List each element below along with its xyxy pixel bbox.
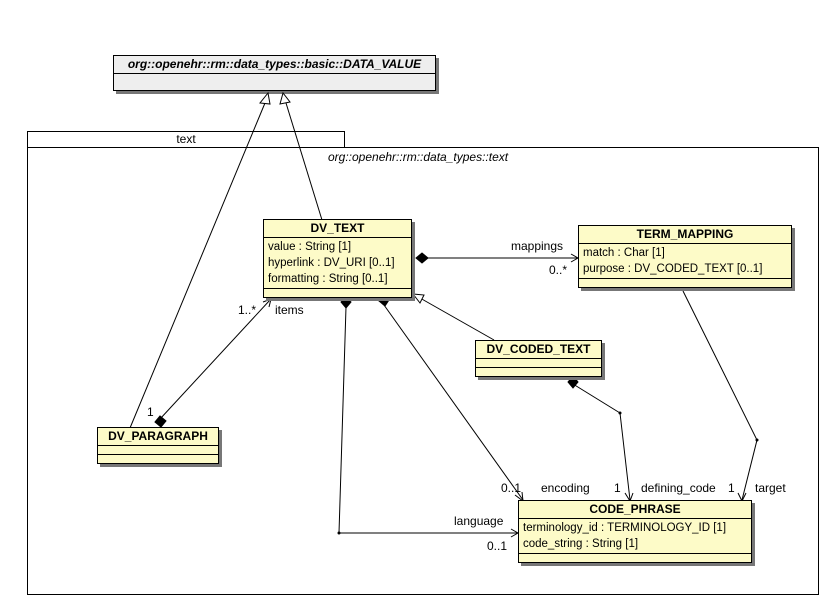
association-items <box>159 299 271 420</box>
code-phrase-attr-terminology-id: terminology_id : TERMINOLOGY_ID [1] <box>523 522 727 534</box>
items-role-label: items <box>275 303 304 317</box>
language-multiplicity-label: 0..1 <box>487 539 508 553</box>
package-tab-label: text <box>176 132 196 146</box>
package-qualified-name: org::openehr::rm::data_types::text <box>328 150 509 164</box>
composition-diamond-mappings <box>415 252 429 264</box>
code-phrase-attr-code-string: code_string : String [1] <box>523 538 639 550</box>
dv-text-attr-value: value : String [1] <box>268 241 352 253</box>
package-tab: text <box>27 131 345 148</box>
generalization-arrowhead-3 <box>411 293 425 304</box>
dv-paragraph-class[interactable]: DV_PARAGRAPH <box>97 427 219 464</box>
encoding-role-label: encoding <box>541 481 590 495</box>
mappings-role-label: mappings <box>511 239 564 253</box>
dv-text-attr-formatting: formatting : String [0..1] <box>268 273 388 285</box>
data-value-class[interactable]: org::openehr::rm::data_types::basic::DAT… <box>113 55 436 91</box>
dv-paragraph-name: DV_PARAGRAPH <box>98 428 218 446</box>
composition-diamond-defining-code <box>567 375 579 389</box>
generalization-arrowhead-1 <box>259 91 271 105</box>
generalization-dv-coded-text <box>419 297 495 341</box>
dv-coded-text-name: DV_CODED_TEXT <box>476 341 601 359</box>
encoding-multiplicity-label: 0..1 <box>501 481 522 495</box>
code-phrase-attributes: terminology_id : TERMINOLOGY_ID [1] code… <box>519 519 751 554</box>
dv-text-name: DV_TEXT <box>264 220 411 238</box>
dv-text-attr-hyperlink: hyperlink : DV_URI [0..1] <box>268 257 395 269</box>
dv-text-attributes: value : String [1] hyperlink : DV_URI [0… <box>264 238 411 289</box>
language-role-label: language <box>454 514 504 528</box>
generalization-dv-text <box>285 102 323 221</box>
code-phrase-class[interactable]: CODE_PHRASE terminology_id : TERMINOLOGY… <box>518 500 752 563</box>
items-source-multiplicity-label: 1 <box>147 405 154 419</box>
defining-code-role-label: defining_code <box>641 481 716 495</box>
code-phrase-name: CODE_PHRASE <box>519 501 751 519</box>
items-multiplicity-label: 1..* <box>238 303 257 317</box>
dv-text-class[interactable]: DV_TEXT value : String [1] hyperlink : D… <box>263 219 412 298</box>
term-mapping-attributes: match : Char [1] purpose : DV_CODED_TEXT… <box>579 244 791 279</box>
term-mapping-name: TERM_MAPPING <box>579 226 791 244</box>
mappings-multiplicity-label: 0..* <box>549 263 568 277</box>
association-target <box>682 290 758 501</box>
composition-diamond-language <box>340 296 352 309</box>
generalization-arrowhead-2 <box>279 91 291 105</box>
association-encoding <box>383 304 524 501</box>
target-multiplicity-label: 1 <box>728 481 735 495</box>
generalization-dv-paragraph <box>129 102 266 429</box>
term-mapping-attr-match: match : Char [1] <box>583 247 665 259</box>
defining-code-multiplicity-label: 1 <box>614 481 621 495</box>
target-role-label: target <box>755 481 786 495</box>
term-mapping-class[interactable]: TERM_MAPPING match : Char [1] purpose : … <box>578 225 792 288</box>
data-value-class-name: org::openehr::rm::data_types::basic::DAT… <box>114 56 435 74</box>
arrowhead-items <box>262 298 272 308</box>
composition-diamond-items <box>154 415 167 428</box>
term-mapping-attr-purpose: purpose : DV_CODED_TEXT [0..1] <box>583 263 763 275</box>
dv-coded-text-class[interactable]: DV_CODED_TEXT <box>475 340 602 377</box>
